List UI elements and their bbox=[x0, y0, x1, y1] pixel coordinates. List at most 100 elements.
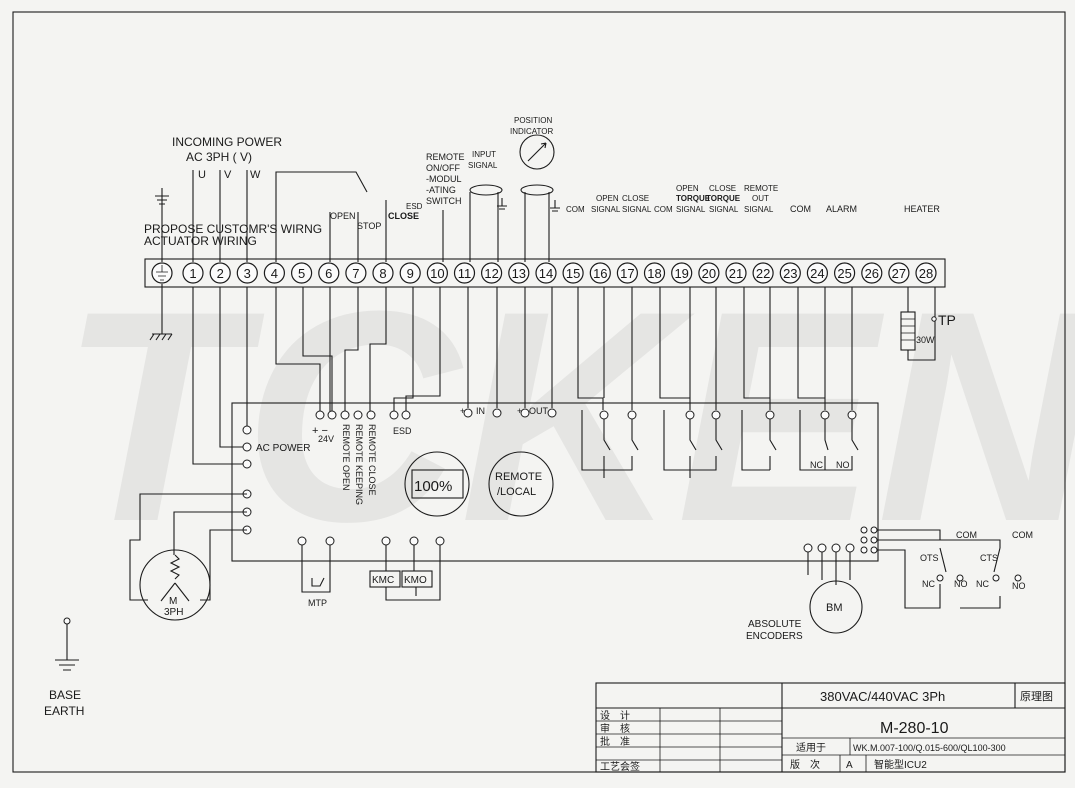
switch-no-2: NO bbox=[1012, 581, 1026, 591]
title-voltage: 380VAC/440VAC 3Ph bbox=[820, 689, 945, 704]
motor-symbol bbox=[129, 493, 247, 621]
svg-text:CLOSE: CLOSE bbox=[709, 184, 736, 193]
label-nc: NC bbox=[810, 460, 823, 470]
terminal-label-22: 22 bbox=[756, 266, 770, 281]
label-stop: STOP bbox=[357, 221, 381, 231]
wiring-line1: PROPOSE CUSTOMR'S WIRNG bbox=[144, 222, 322, 236]
terminal-label-3: 3 bbox=[244, 266, 251, 281]
label-com-2: COM bbox=[654, 205, 673, 214]
terminal-12 bbox=[481, 262, 503, 284]
terminal-label-27: 27 bbox=[892, 266, 906, 281]
terminal-label-17: 17 bbox=[620, 266, 634, 281]
terminal-19 bbox=[671, 262, 693, 284]
control-board bbox=[231, 402, 879, 562]
torque-switches bbox=[860, 526, 1022, 609]
svg-text:SIGNAL: SIGNAL bbox=[676, 205, 706, 214]
label-close-signal: CLOSE SIGNAL bbox=[622, 194, 652, 214]
svg-text:INPUT: INPUT bbox=[472, 150, 496, 159]
terminal-label-8: 8 bbox=[379, 266, 386, 281]
base-earth-label-1: BASE bbox=[49, 688, 81, 702]
svg-text:-ATING: -ATING bbox=[426, 185, 456, 195]
label-com-1: COM bbox=[566, 205, 585, 214]
terminal-label-9: 9 bbox=[407, 266, 414, 281]
terminal-label-24: 24 bbox=[810, 266, 824, 281]
input-signal-shield bbox=[469, 184, 507, 262]
svg-text:/LOCAL: /LOCAL bbox=[497, 486, 536, 498]
mtp-contacts bbox=[297, 536, 335, 593]
switch-nc-2: NC bbox=[976, 579, 989, 589]
terminal-label-16: 16 bbox=[593, 266, 607, 281]
terminal-label-28: 28 bbox=[919, 266, 933, 281]
terminal-27 bbox=[888, 262, 910, 284]
terminal-11 bbox=[453, 262, 476, 284]
title-applies-label: 适用于 bbox=[796, 742, 826, 754]
label-alarm: ALARM bbox=[826, 204, 857, 214]
terminal-7 bbox=[345, 262, 367, 284]
terminal-26 bbox=[861, 262, 883, 284]
label-mtp: MTP bbox=[308, 598, 327, 608]
svg-text:SIGNAL: SIGNAL bbox=[622, 205, 652, 214]
svg-text:SWITCH: SWITCH bbox=[426, 196, 462, 206]
terminal-label-11: 11 bbox=[458, 266, 472, 281]
label-ots: OTS bbox=[920, 553, 939, 563]
terminal-3 bbox=[236, 262, 258, 284]
title-row-process: 工艺会签 bbox=[600, 760, 640, 773]
title-model: M-280-10 bbox=[880, 720, 949, 737]
terminal-label-18: 18 bbox=[647, 266, 661, 281]
label-esd: ESD bbox=[406, 202, 423, 211]
title-applies-value: WK.M.007-100/Q.015-600/QL100-300 bbox=[853, 743, 1006, 753]
terminal-22 bbox=[752, 262, 774, 284]
terminal-4 bbox=[263, 262, 285, 284]
wiring-line2: ACTUATOR WIRING bbox=[144, 234, 257, 248]
terminal-label-4: 4 bbox=[271, 266, 278, 281]
position-indicator-icon bbox=[519, 134, 560, 262]
svg-text:SIGNAL: SIGNAL bbox=[709, 205, 739, 214]
terminal-18 bbox=[643, 262, 666, 284]
terminal-label-5: 5 bbox=[298, 266, 305, 281]
terminal-label-25: 25 bbox=[837, 266, 851, 281]
terminal-label-15: 15 bbox=[566, 266, 580, 281]
terminal-2 bbox=[209, 262, 231, 284]
phase-v-label: V bbox=[224, 169, 232, 181]
terminal-label-12: 12 bbox=[484, 266, 498, 281]
encoder-label-1: ABSOLUTE bbox=[748, 619, 802, 630]
svg-text:OUT: OUT bbox=[752, 194, 769, 203]
terminal-label-1: 1 bbox=[189, 266, 196, 281]
terminal-8 bbox=[372, 262, 394, 284]
terminal-label-13: 13 bbox=[512, 266, 526, 281]
terminal-17 bbox=[616, 262, 639, 284]
contactor-coils bbox=[369, 536, 445, 601]
terminal-label-7: 7 bbox=[352, 266, 359, 281]
title-drawing-type: 原理图 bbox=[1020, 690, 1053, 703]
title-row-check: 审 核 bbox=[600, 722, 630, 735]
terminal-24 bbox=[806, 262, 829, 284]
label-in-plus: + bbox=[460, 406, 465, 416]
chassis-earth bbox=[149, 284, 173, 341]
label-remote-switch: REMOTE ON/OFF -MODUL -ATING SWITCH bbox=[426, 152, 465, 206]
label-heater-power: 30W bbox=[916, 335, 935, 345]
terminal-16 bbox=[589, 262, 611, 284]
label-open-signal: OPEN SIGNAL bbox=[591, 194, 621, 214]
label-kmo: KMO bbox=[404, 575, 427, 586]
remote-local-display: REMOTE /LOCAL bbox=[488, 451, 554, 517]
label-out-plus: + bbox=[517, 406, 522, 416]
terminal-13 bbox=[508, 262, 530, 284]
watermark: TCKEN bbox=[60, 248, 1075, 584]
terminal-1 bbox=[182, 262, 204, 284]
incoming-power-spec: AC 3PH ( V) bbox=[186, 150, 252, 164]
terminal-label-2: 2 bbox=[217, 266, 224, 281]
label-input-signal: INPUT SIGNAL bbox=[468, 150, 498, 170]
label-bm: BM bbox=[826, 602, 843, 614]
sheet-border bbox=[12, 11, 1066, 773]
label-remote-open: REMOTE OPEN bbox=[341, 424, 351, 491]
label-close-torque: CLOSE TORQUE SIGNAL bbox=[706, 184, 741, 214]
svg-text:100%: 100% bbox=[414, 478, 452, 495]
motor-label-3ph: 3PH bbox=[164, 607, 183, 618]
terminal-strip bbox=[144, 258, 946, 288]
label-out: OUT bbox=[529, 406, 549, 416]
label-plus-minus: + − bbox=[312, 425, 328, 437]
base-earth-symbol bbox=[55, 617, 79, 671]
